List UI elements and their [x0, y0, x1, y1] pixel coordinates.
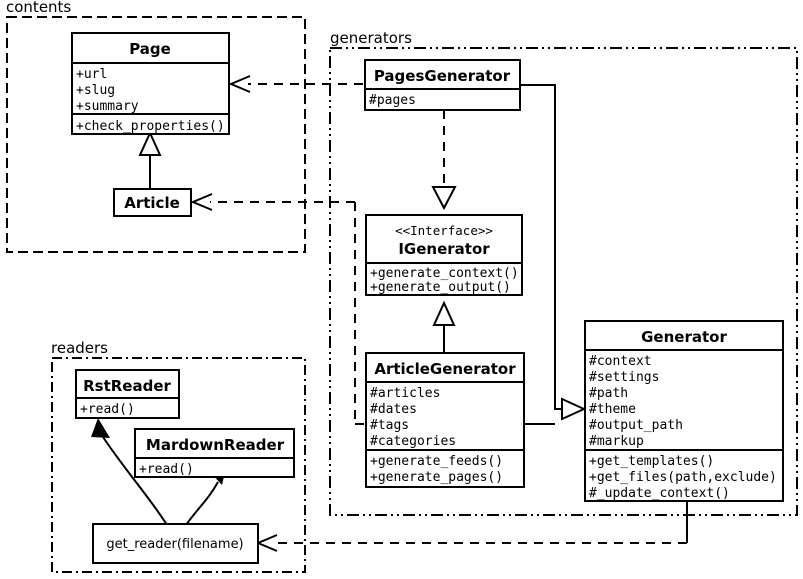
- class-article-generator-attr-0: #articles: [370, 386, 440, 401]
- class-article-generator-op-1: +generate_pages(): [370, 470, 503, 485]
- function-get-reader-box[interactable]: [92, 523, 259, 564]
- relationship-articlegenerator-to-igenerator: [432, 300, 456, 353]
- open-arrowhead: [255, 534, 278, 552]
- class-article-box[interactable]: [113, 188, 192, 217]
- class-generator-attr-2: #path: [589, 386, 628, 401]
- relationship-pagesgenerator-to-page: [228, 75, 363, 93]
- class-page-attr-1: +slug: [76, 83, 115, 98]
- class-article-generator-attr-1: #dates: [370, 402, 417, 417]
- class-generator-op-0: +get_templates(): [589, 454, 714, 469]
- class-generator-op-2: #_update_context(): [589, 486, 730, 501]
- package-generators: generators: [329, 29, 798, 516]
- relationship-pagesgenerator-to-article: [190, 193, 366, 425]
- open-arrowhead: [190, 193, 213, 211]
- association-curve: [102, 436, 168, 526]
- function-get-reader-label: get_reader(filename): [106, 537, 243, 552]
- hollow-triangle-arrowhead: [561, 397, 587, 421]
- class-rst-reader-op-0: +read(): [80, 402, 135, 417]
- class-article-generator-op-0: +generate_feeds(): [370, 454, 503, 469]
- class-rst-reader[interactable]: RstReader +read(): [75, 369, 180, 419]
- class-igenerator-op-0: +generate_context(): [370, 266, 519, 281]
- hollow-triangle-arrowhead: [431, 186, 457, 211]
- class-igenerator-op-1: +generate_output(): [370, 280, 511, 295]
- package-readers-label: readers: [51, 339, 108, 357]
- class-pages-generator[interactable]: PagesGenerator #pages: [364, 59, 521, 111]
- class-pages-generator-box[interactable]: [364, 59, 521, 111]
- class-mardown-reader[interactable]: MardownReader +read(): [134, 428, 295, 478]
- relationship-article-to-page: [138, 130, 162, 190]
- solid-arrowhead: [91, 418, 110, 438]
- relationship-generator-to-getreader: [255, 500, 688, 552]
- package-contents-border: [6, 16, 306, 253]
- relationship-getreader-to-rstreader: [91, 418, 168, 526]
- class-generator-op-1: +get_files(path,exclude): [589, 470, 777, 485]
- generalization-line: [520, 84, 562, 410]
- class-page-op-0: +check_properties(): [76, 119, 225, 134]
- class-generator-name: Generator: [641, 328, 727, 346]
- class-page-attr-2: +summary: [76, 99, 139, 114]
- hollow-triangle-arrowhead: [432, 300, 456, 326]
- function-get-reader[interactable]: get_reader(filename): [92, 523, 259, 564]
- class-igenerator-name: IGenerator: [398, 240, 490, 258]
- class-generator-attr-0: #context: [589, 354, 652, 369]
- relationship-articlegenerator-to-generator: [524, 397, 587, 425]
- class-generator-attr-1: #settings: [589, 370, 659, 385]
- class-page-attr-0: +url: [76, 67, 107, 82]
- class-article-generator-box[interactable]: [365, 352, 525, 488]
- class-pages-generator-attr-0: #pages: [369, 93, 416, 108]
- relationship-pagesgenerator-to-generator: [520, 84, 562, 410]
- class-page[interactable]: Page +url +slug +summary +check_properti…: [71, 32, 230, 135]
- class-generator-attr-4: #output_path: [589, 418, 683, 433]
- class-article[interactable]: Article: [113, 188, 192, 217]
- package-readers: readers: [51, 339, 306, 573]
- package-contents: contents: [6, 0, 306, 253]
- class-article-name: Article: [124, 194, 180, 212]
- class-igenerator[interactable]: <<Interface>> IGenerator +generate_conte…: [365, 214, 523, 296]
- package-generators-border: [329, 47, 798, 516]
- class-generator-attr-3: #theme: [589, 402, 636, 417]
- class-generator-attr-5: #markup: [589, 434, 644, 449]
- class-article-generator[interactable]: ArticleGenerator #articles #dates #tags …: [365, 352, 525, 488]
- hollow-triangle-arrowhead: [138, 130, 162, 156]
- class-rst-reader-box[interactable]: [75, 369, 180, 419]
- class-mardown-reader-box[interactable]: [134, 428, 295, 478]
- class-generator[interactable]: Generator #context #settings #path #them…: [584, 320, 784, 502]
- package-contents-label: contents: [6, 0, 71, 16]
- class-igenerator-box[interactable]: [365, 214, 523, 296]
- class-article-generator-attr-2: #tags: [370, 418, 409, 433]
- class-pages-generator-name: PagesGenerator: [374, 67, 511, 85]
- class-mardown-reader-name: MardownReader: [146, 436, 285, 454]
- class-rst-reader-name: RstReader: [83, 377, 171, 395]
- class-mardown-reader-op-0: +read(): [139, 462, 194, 477]
- class-article-generator-attr-3: #categories: [370, 434, 456, 449]
- package-readers-border: [51, 357, 306, 573]
- class-page-name: Page: [129, 40, 171, 58]
- package-generators-label: generators: [330, 29, 412, 47]
- class-article-generator-name: ArticleGenerator: [374, 360, 516, 378]
- class-igenerator-stereotype: <<Interface>>: [395, 223, 493, 238]
- class-page-box[interactable]: [71, 32, 230, 135]
- relationship-pagesgenerator-to-igenerator: [431, 110, 457, 211]
- open-arrowhead: [228, 75, 251, 93]
- association-curve: [185, 481, 219, 526]
